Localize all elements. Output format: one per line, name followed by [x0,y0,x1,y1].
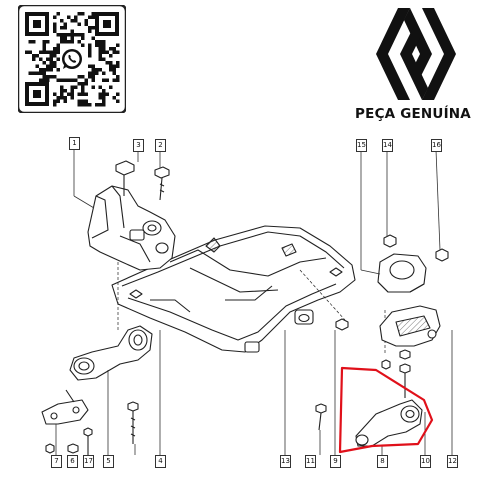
callout-3: 3 [133,139,144,152]
callout-7: 7 [51,455,62,468]
lower-arm [315,363,423,447]
callout-17: 17 [83,455,94,468]
callout-6: 6 [67,455,78,468]
callout-2: 2 [155,139,166,152]
subframe [111,225,386,355]
gearbox-mount [335,234,449,331]
callout-15: 15 [356,139,367,152]
genuine-part-label: PEÇA GENUÍNA [355,106,471,122]
gearbox-bracket [379,305,441,370]
callout-5: 5 [103,455,114,468]
callout-8: 8 [377,455,388,468]
callout-11: 11 [305,455,316,468]
callout-4: 4 [155,455,166,468]
renault-diamond-logo-icon [376,8,456,100]
lower-bolts [45,401,139,456]
callout-12: 12 [447,455,458,468]
engine-mount-bolts [115,160,170,201]
callout-16: 16 [431,139,442,152]
whatsapp-icon [60,47,84,71]
callout-9: 9 [330,455,341,468]
callout-1: 1 [69,137,80,150]
bracket [41,389,89,425]
callout-14: 14 [382,139,393,152]
torque-rod [69,325,153,381]
whatsapp-qr-code-icon [18,5,126,113]
callout-10: 10 [420,455,431,468]
engine-mount [87,185,176,271]
callout-13: 13 [280,455,291,468]
highlight-outline [338,366,434,454]
